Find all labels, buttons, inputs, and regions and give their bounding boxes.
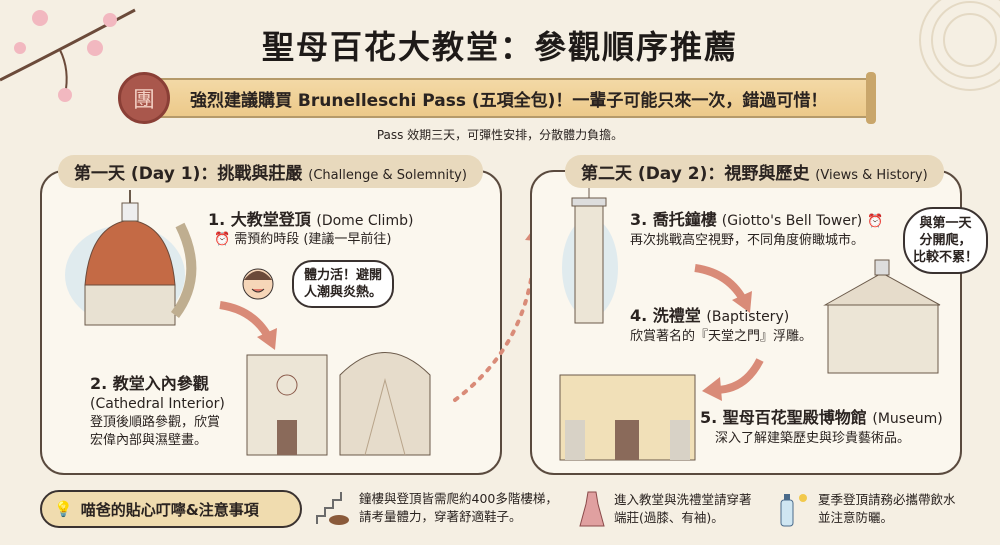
day2-header: 第二天 (Day 2)：視野與歷史 (Views & History): [565, 155, 944, 188]
page-title: 聖母百花大教堂：參觀順序推薦: [261, 28, 738, 66]
baptistery-illustration: [823, 259, 941, 374]
stop2-desc: 宏偉內部與濕壁畫。: [90, 433, 208, 448]
lightbulb-icon: 💡: [54, 500, 73, 518]
dome-illustration: [65, 190, 197, 326]
banner-text: 強烈建議購買 Brunelleschi Pass (五項全包)！一輩子可能只來一…: [190, 90, 828, 111]
stop3-title-zh: 3. 喬托鐘樓: [630, 210, 717, 229]
tip-line: 請考量體力，穿著舒適鞋子。: [359, 509, 522, 524]
arrow-down-right-icon: [694, 264, 752, 313]
tip-line: 進入教堂與洗禮堂請穿著: [614, 492, 752, 507]
bubble-line: 與第一天: [919, 216, 972, 231]
stop1-title: 1. 大教堂登頂 (Dome Climb): [208, 206, 413, 230]
stop2: 2. 教堂入內參觀 (Cathedral Interior) 登頂後順路參觀，欣…: [90, 370, 225, 450]
stop5-title-en: (Museum): [872, 411, 943, 427]
tip-line: 鐘樓與登頂皆需爬約400多階樓梯，: [359, 491, 558, 506]
day1-header-en: (Challenge & Solemnity): [308, 168, 467, 183]
museum-illustration: [559, 374, 696, 461]
stairs-shoe-icon: [316, 492, 349, 525]
tip-line: 並注意防曬。: [818, 510, 894, 525]
alarm-clock-icon: ⏰: [867, 214, 884, 229]
dress-icon: [579, 491, 605, 527]
day1-speech-bubble: 體力活！避開 人潮與炎熱。: [292, 260, 395, 308]
day2-header-text: 第二天 (Day 2)：視野與歷史: [581, 164, 810, 184]
day1-header: 第一天 (Day 1)：挑戰與莊嚴 (Challenge & Solemnity…: [58, 155, 483, 188]
subtitle: Pass 效期三天，可彈性安排，分散體力負擔。: [376, 128, 624, 142]
sweating-face-icon: [242, 268, 274, 300]
stop5-desc: 深入了解建築歷史與珍貴藝術品。: [715, 431, 911, 446]
stop3-title: 3. 喬托鐘樓(Giotto's Bell Tower) ⏰: [630, 206, 883, 230]
bubble-line: 分開爬，: [919, 233, 972, 248]
cathedral-illustration: [246, 352, 431, 456]
scroll-end-icon: [866, 72, 876, 124]
tip-stairs: 鐘樓與登頂皆需爬約400多階樓梯， 請考量體力，穿著舒適鞋子。: [315, 490, 558, 526]
stop1-title-zh: 1. 大教堂登頂: [208, 210, 311, 229]
bubble-line: 人潮與炎熱。: [304, 285, 383, 300]
stop2-title-zh: 2. 教堂入內參觀: [90, 374, 209, 393]
stop1-title-en: (Dome Climb): [316, 213, 414, 229]
arrow-down-right-icon: [219, 301, 277, 350]
arrow-down-left-icon: [702, 358, 764, 401]
tips-label-text: 喵爸的貼心叮嚀&注意事項: [80, 500, 259, 519]
tip-water: 夏季登頂請務必攜帶飲水並注意防曬。: [778, 490, 956, 528]
stop3-desc: 再次挑戰高空視野，不同角度俯瞰城市。: [630, 233, 865, 248]
stop5-title: 5. 聖母百花聖殿博物館 (Museum): [700, 404, 943, 428]
stop1-note-text: 需預約時段 (建議一早前往): [234, 232, 392, 247]
stop4-title: 4. 洗禮堂 (Baptistery): [630, 302, 789, 326]
tip-line: 端莊(過膝、有袖)。: [614, 510, 724, 525]
stop3-title-en: (Giotto's Bell Tower): [721, 213, 863, 229]
day2-header-en: (Views & History): [815, 168, 928, 183]
tip-dress: 進入教堂與洗禮堂請穿著端莊(過膝、有袖)。: [578, 490, 752, 528]
bell-tower-illustration: [562, 188, 618, 324]
stop5-title-zh: 5. 聖母百花聖殿博物館: [700, 408, 867, 427]
stop4-title-zh: 4. 洗禮堂: [630, 306, 701, 325]
pass-banner: 強烈建議購買 Brunelleschi Pass (五項全包)！一輩子可能只來一…: [160, 78, 870, 118]
day1-header-text: 第一天 (Day 1)：挑戰與莊嚴: [74, 164, 303, 184]
day2-thought-bubble: 與第一天 分開爬， 比較不累！: [903, 207, 989, 274]
tips-label: 💡 喵爸的貼心叮嚀&注意事項: [40, 490, 302, 528]
stop4-desc: 欣賞著名的『天堂之門』浮雕。: [630, 329, 813, 344]
stop4-title-en: (Baptistery): [706, 309, 790, 325]
alarm-clock-icon: ⏰: [214, 232, 231, 247]
water-bottle-sun-icon: [780, 494, 807, 527]
wax-seal-icon: 團: [118, 72, 170, 124]
bubble-line: 體力活！避開: [304, 268, 383, 283]
bubble-line: 比較不累！: [913, 250, 979, 265]
stop2-desc: 登頂後順路參觀，欣賞: [90, 415, 221, 430]
cherry-blossom-branch-icon: [0, 8, 136, 102]
stop1-note: ⏰ 需預約時段 (建議一早前往): [214, 231, 391, 249]
wave-pattern-icon: [919, 0, 1000, 91]
stop2-title-en: (Cathedral Interior): [90, 396, 225, 412]
tip-line: 夏季登頂請務必攜帶飲水: [818, 492, 956, 507]
